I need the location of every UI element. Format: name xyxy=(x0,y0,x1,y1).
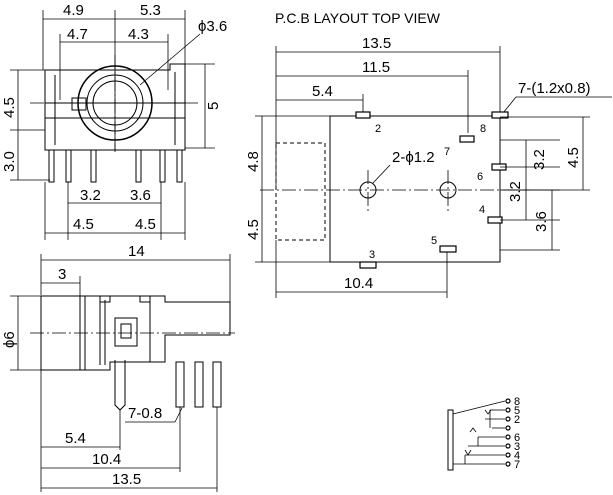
dim-front-inner-left: 4.7 xyxy=(67,26,88,43)
schem-pin-8: 8 xyxy=(514,396,520,408)
schem-pin-6: 6 xyxy=(514,432,520,444)
dim-pcb-bottom: 10.4 xyxy=(344,275,373,292)
dim-side-diameter: ϕ6 xyxy=(1,331,18,348)
dim-pcb-total: 13.5 xyxy=(362,35,391,52)
pad-label-7: 7 xyxy=(444,146,450,158)
pad-label-4: 4 xyxy=(479,204,485,216)
dim-pcb-r4: 3.6 xyxy=(533,211,550,232)
dim-front-width-right: 5.3 xyxy=(140,2,161,19)
dim-front-pins-height: 3.0 xyxy=(1,151,18,172)
pad-label-8: 8 xyxy=(480,123,486,135)
dim-side-front: 3 xyxy=(58,266,66,283)
dim-pin-outer-2: 4.5 xyxy=(135,216,156,233)
dim-pin-width: 7-0.8 xyxy=(128,405,162,422)
dim-side-d2: 10.4 xyxy=(92,451,121,468)
dim-pcb-first: 5.4 xyxy=(312,83,333,100)
dim-pcb-pads: 7-(1.2x0.8) xyxy=(518,80,591,97)
schematic-symbol: 8 5 2 6 3 4 7 xyxy=(447,396,520,471)
dim-front-width-left: 4.9 xyxy=(63,2,84,19)
pcb-layout-title: P.C.B LAYOUT TOP VIEW xyxy=(275,10,441,26)
dim-pcb-mid: 11.5 xyxy=(362,59,390,76)
pad-label-6: 6 xyxy=(477,171,483,183)
dim-side-d1: 5.4 xyxy=(65,430,86,447)
dim-pin-outer-1: 4.5 xyxy=(73,216,94,233)
dim-pin-spacing-1: 3.2 xyxy=(80,187,101,204)
dim-front-inner-right: 4.3 xyxy=(128,26,149,43)
dim-side-d3: 13.5 xyxy=(112,471,141,488)
schem-pin-3: 3 xyxy=(514,441,520,453)
pad-label-2: 2 xyxy=(375,123,381,135)
dim-hole-diameter: ϕ3.6 xyxy=(198,18,227,35)
dim-side-length: 14 xyxy=(128,243,145,260)
dim-pcb-holes: 2-ϕ1.2 xyxy=(392,149,435,166)
front-view: 4.9 5.3 4.7 4.3 ϕ3.6 4.5 3.0 xyxy=(1,2,227,240)
dim-front-height-right: 5 xyxy=(205,102,222,110)
pad-label-3: 3 xyxy=(369,249,375,261)
side-view: 14 3 ϕ6 7-0.8 5.4 xyxy=(1,243,235,492)
schem-pin-2: 2 xyxy=(514,414,520,426)
dim-front-height-left: 4.5 xyxy=(1,97,18,118)
pad-label-5: 5 xyxy=(431,235,437,247)
pcb-layout: P.C.B LAYOUT TOP VIEW 13.5 11.5 5.4 7-(1… xyxy=(245,10,612,298)
schem-pin-7: 7 xyxy=(514,459,520,471)
schem-pin-4: 4 xyxy=(514,450,520,462)
dim-pcb-up: 4.8 xyxy=(245,151,262,172)
dim-pin-spacing-2: 3.6 xyxy=(130,187,151,204)
schem-pin-5: 5 xyxy=(514,405,520,417)
dim-pcb-down: 4.5 xyxy=(245,219,262,240)
dim-pcb-r3: 4.5 xyxy=(565,147,582,168)
dim-pcb-r1: 3.2 xyxy=(531,149,548,170)
dim-pcb-r2: 3.2 xyxy=(507,181,524,202)
